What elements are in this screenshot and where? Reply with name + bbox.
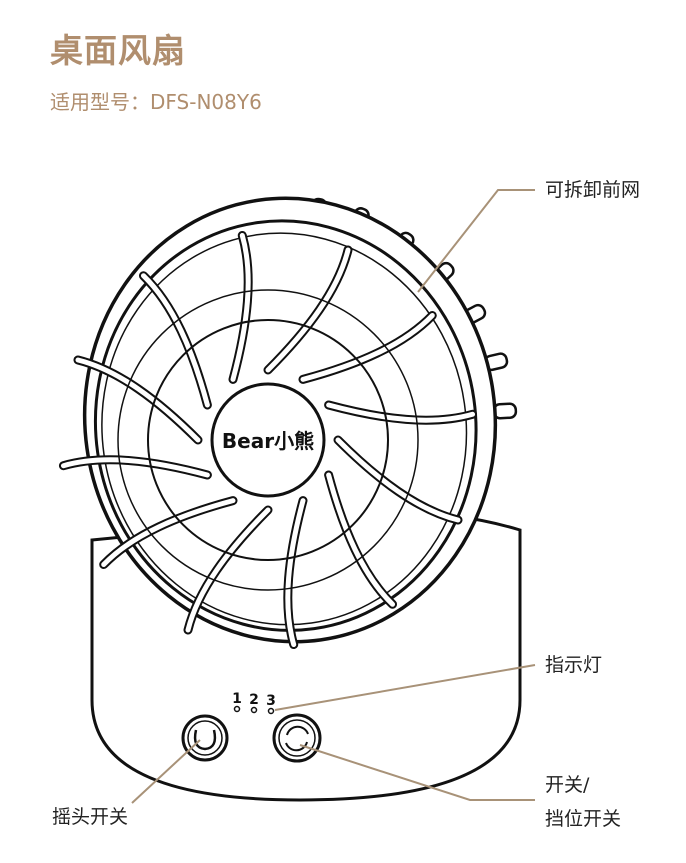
callout-power-line1: 开关/	[545, 774, 590, 796]
callout-front-grille: 可拆卸前网	[545, 179, 641, 201]
callout-indicator: 指示灯	[545, 654, 603, 676]
callout-oscillation-switch: 摇头开关	[52, 806, 129, 828]
grille: Bear小熊	[63, 235, 472, 644]
cycle-icon	[285, 725, 309, 752]
page-title: 桌面风扇	[50, 31, 186, 70]
model-number: 适用型号：DFS-N08Y6	[50, 90, 262, 114]
callout-power-line2: 挡位开关	[545, 808, 622, 830]
indicator-number-1: 1	[232, 691, 242, 707]
indicator-number-2: 2	[249, 692, 259, 708]
indicator-dots	[233, 705, 275, 715]
indicator-number-3: 3	[266, 693, 276, 709]
hub	[210, 382, 326, 498]
leader-lines	[131, 189, 536, 804]
brand-logo: Bear小熊	[222, 429, 314, 453]
oscillation-knob[interactable]	[181, 714, 229, 762]
oscillation-icon	[193, 729, 217, 751]
power-speed-knob[interactable]	[272, 713, 322, 763]
